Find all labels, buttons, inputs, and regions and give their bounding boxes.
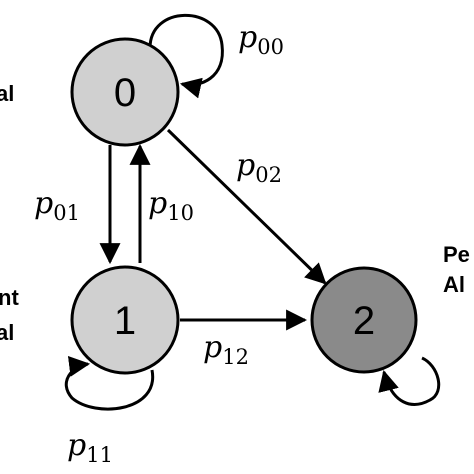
state-1-side-label-bottom: al	[0, 320, 14, 345]
state-2-side-label-bottom: Al	[443, 272, 465, 297]
label-p02: p02	[236, 148, 282, 187]
state-1-label: 1	[114, 299, 136, 343]
label-p00: p00	[238, 20, 284, 59]
edge-p02	[166, 128, 327, 285]
state-2: 2	[310, 266, 418, 374]
label-p10: p10	[148, 186, 194, 225]
label-p11: p11	[67, 428, 113, 467]
state-2-label: 2	[353, 299, 375, 343]
state-2-side-label-top: Pe	[443, 242, 470, 267]
label-p12: p12	[203, 330, 249, 369]
edge-p22	[378, 356, 441, 406]
state-0-side-label: al	[0, 81, 14, 106]
label-p01: p01	[34, 186, 80, 225]
state-0-label: 0	[114, 71, 136, 115]
state-1-side-label-top: nt	[0, 285, 19, 310]
edge-p11	[64, 355, 155, 411]
transition-edges	[64, 13, 441, 411]
state-1: 1	[70, 265, 180, 375]
state-0: 0	[70, 37, 180, 147]
edge-p00	[148, 13, 224, 99]
